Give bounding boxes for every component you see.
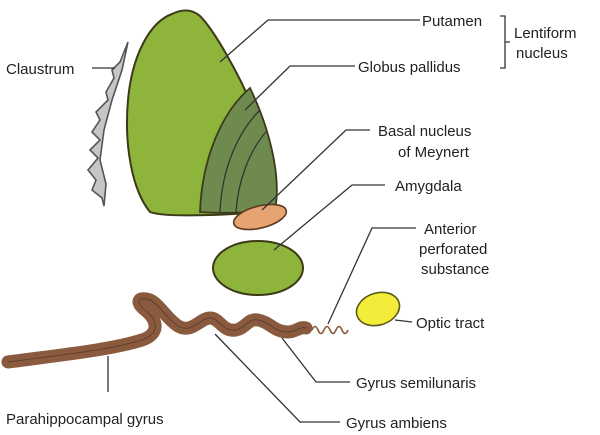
optic-tract-label: Optic tract [416,315,485,332]
anterior-perforated-label-line1: Anterior [424,221,477,238]
basal-nucleus-shape [232,203,288,231]
amygdala-leader [273,184,385,251]
lentiform-label-line2: nucleus [516,45,568,62]
lentiform-bracket [500,15,510,69]
putamen-leader [219,19,420,63]
anterior-perforated-leader [327,227,416,325]
parahippocampal-gyrus-shape [1,292,313,369]
amygdala-shape [212,240,304,296]
optic-tract-shape [355,291,401,327]
globus-pallidus-label: Globus pallidus [358,59,461,76]
claustrum-shape [86,41,129,207]
gyrus-semilunaris-label: Gyrus semilunaris [356,375,476,392]
basal-nucleus-label-line1: Basal nucleus [378,123,471,140]
optic-tract-leader [394,319,413,323]
anterior-perforated-label-line2: perforated [419,241,487,258]
gyrus-ambiens-leader [214,333,340,423]
anterior-perforated-label-line3: substance [421,261,489,278]
claustrum-label: Claustrum [6,61,74,78]
gyrus-semilunaris-leader [281,337,350,383]
parahippocampal-gyrus-label: Parahippocampal gyrus [6,411,164,428]
gyrus-ambiens-label: Gyrus ambiens [346,415,447,432]
globus-pallidus-inner-arc-1 [219,109,261,213]
anterior-perforated-squiggle [311,325,349,335]
putamen-label: Putamen [422,13,482,30]
lentiform-label-line1: Lentiform [514,25,577,42]
basal-nucleus-leader [261,129,370,211]
amygdala-label: Amygdala [395,178,462,195]
basal-nucleus-label-line2: of Meynert [398,144,470,161]
globus-pallidus-leader [244,65,355,111]
globus-pallidus-inner-arc-2 [235,131,267,213]
gyrus-outline [7,298,307,363]
globus-pallidus-shape [199,86,278,214]
